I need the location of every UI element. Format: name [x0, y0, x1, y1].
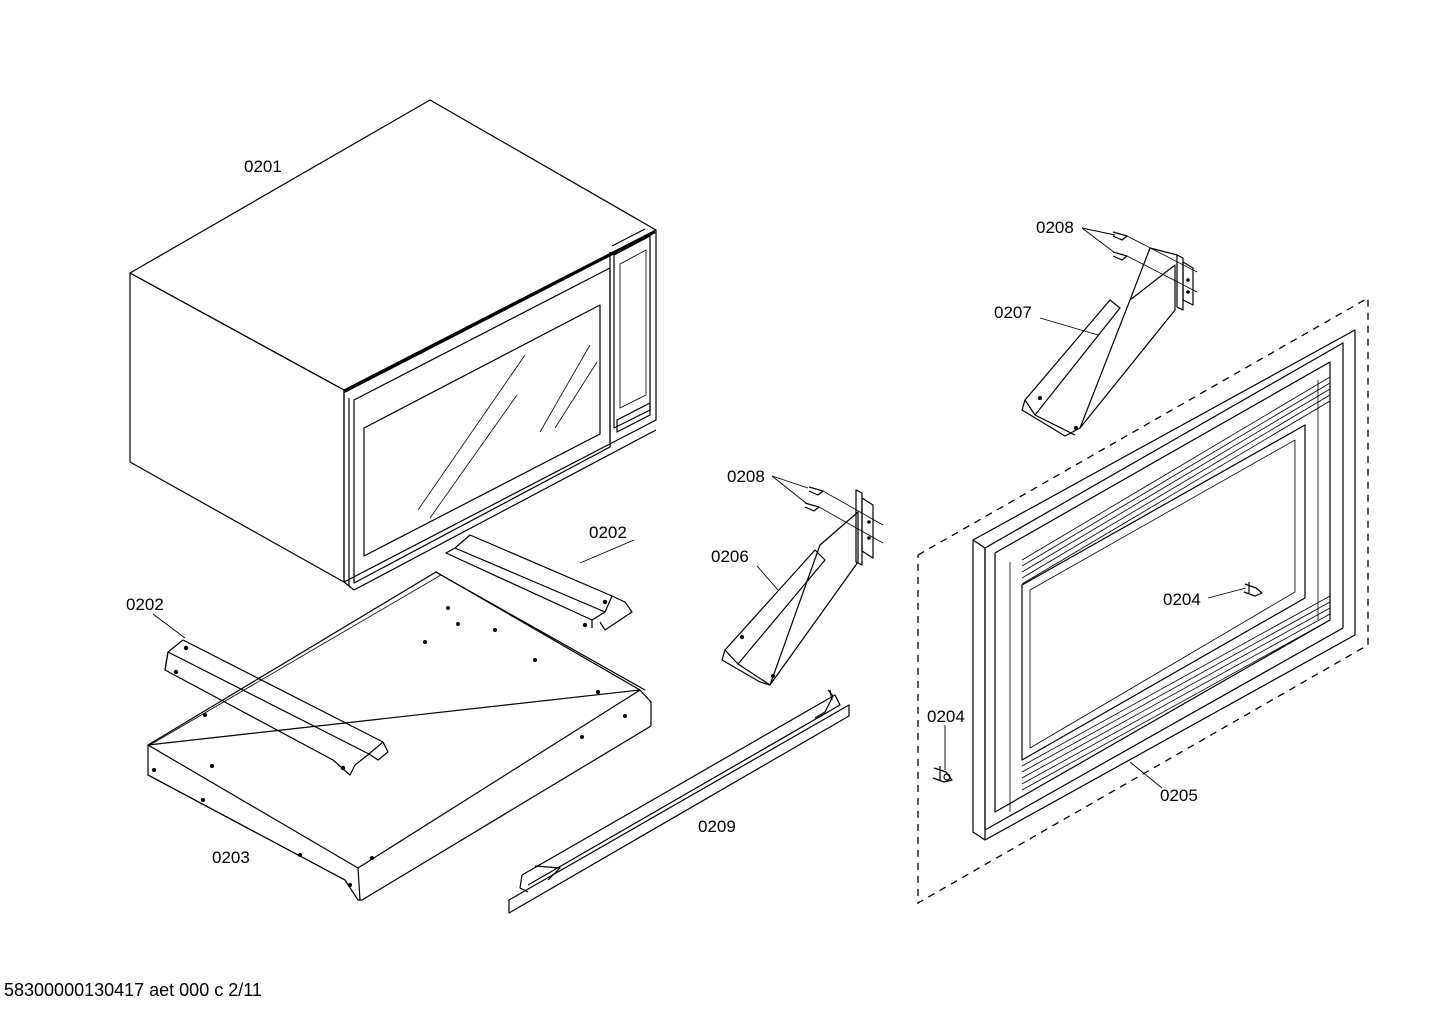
- label-0204-right: 0204: [1163, 590, 1201, 609]
- label-0203: 0203: [212, 848, 250, 867]
- support-rail-right: [445, 534, 633, 631]
- label-0202-right: 0202: [589, 523, 627, 542]
- label-0208-top: 0208: [1036, 218, 1074, 237]
- label-0208-mid: 0208: [727, 467, 765, 486]
- microwave-oven: [129, 99, 657, 591]
- mounting-bracket-top: [1021, 231, 1198, 437]
- label-0206: 0206: [711, 547, 749, 566]
- trim-frame: [917, 296, 1369, 905]
- mounting-bracket-mid: [721, 486, 884, 686]
- support-rail-left: [164, 639, 389, 776]
- mounting-pin-right: [1243, 582, 1263, 597]
- leader-lines: [152, 227, 1247, 789]
- mounting-pin-left: [932, 766, 953, 783]
- label-0201: 0201: [244, 157, 282, 176]
- label-0209: 0209: [698, 817, 736, 836]
- label-0202-left: 0202: [126, 595, 164, 614]
- base-tray: [147, 571, 652, 901]
- label-0204-left: 0204: [927, 707, 965, 726]
- trim-strip: [508, 689, 850, 914]
- part-labels: 0201 0202 0202 0203 0204 0204 0205 0206 …: [126, 157, 1201, 867]
- label-0205: 0205: [1160, 786, 1198, 805]
- document-id: 58300000130417 aet 000 c 2/11: [4, 980, 262, 1000]
- label-0207: 0207: [994, 303, 1032, 322]
